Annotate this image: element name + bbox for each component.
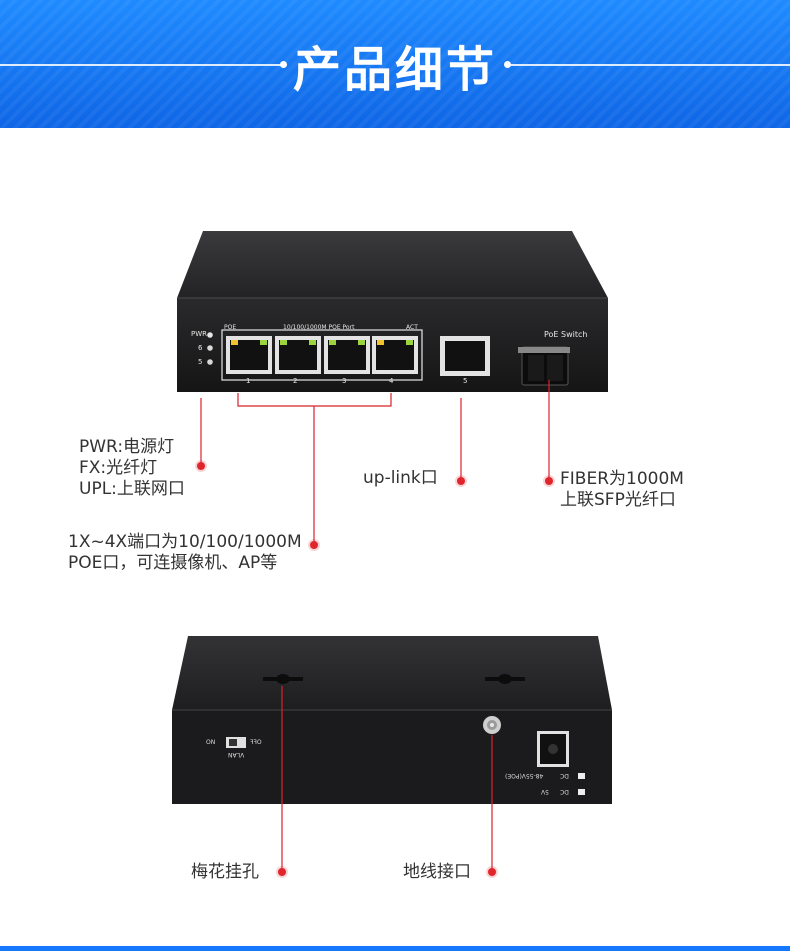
callout-leds-line-3: UPL:上联网口 [79, 479, 185, 499]
dc-label-1: DC [560, 772, 569, 779]
port-number-2: 2 [293, 377, 298, 385]
dc-value-1: 48-55V(POE) [505, 772, 544, 779]
callout-ports: 1X~4X端口为10/100/1000M POE口，可连摄像机、AP等 [68, 532, 302, 574]
device-top-surface [177, 231, 608, 298]
rj45-uplink-port-5 [440, 336, 490, 376]
uplink-port-number: 5 [463, 377, 468, 385]
pwr-label: PWR [191, 330, 208, 338]
banner-title: 产品细节 [292, 42, 497, 98]
switch-on-label: ON [206, 739, 216, 746]
switch-off-label: OFF [250, 739, 262, 746]
rj45-port-4 [372, 336, 418, 374]
callout-fiber-line-1: FIBER为1000M [560, 469, 684, 489]
sfp-fiber-port [518, 346, 570, 386]
port-number-4: 4 [389, 377, 394, 385]
led-5-label: 5 [198, 358, 203, 366]
bottom-rule [0, 946, 790, 951]
mounting-hole-right [485, 674, 525, 684]
dc-power-jack [537, 731, 569, 767]
led-6 [207, 345, 213, 351]
callout-dot-ground [488, 868, 496, 876]
callout-ground: 地线接口 [403, 862, 471, 882]
dc-indicator-2 [578, 789, 585, 795]
callout-uplink: up-link口 [363, 468, 438, 488]
act-label: ACT [406, 324, 418, 331]
callout-fiber-line-2: 上联SFP光纤口 [560, 490, 676, 510]
led-6-label: 6 [198, 344, 203, 352]
brand-label: PoE Switch [544, 330, 588, 339]
rj45-port-2 [275, 336, 321, 374]
ground-screw [483, 716, 501, 734]
callout-dot-mount [278, 868, 286, 876]
rear-device-top-surface [172, 636, 612, 710]
mounting-hole-left [263, 674, 303, 684]
callout-leds-line-2: FX:光纤灯 [79, 458, 158, 478]
vlan-label: VLAN [228, 751, 245, 758]
banner-left-dot [280, 61, 287, 68]
header-banner: 产品细节 [0, 0, 790, 128]
callout-leds-line-1: PWR:电源灯 [79, 437, 175, 457]
callout-dot-leds [197, 462, 205, 470]
port-number-1: 1 [246, 377, 251, 385]
callout-ports-line-1: 1X~4X端口为10/100/1000M [68, 532, 302, 552]
callout-leds: PWR:电源灯 FX:光纤灯 UPL:上联网口 [79, 437, 185, 500]
rj45-port-1 [226, 336, 272, 374]
poe-label: POE [224, 324, 237, 331]
pwr-led [207, 332, 213, 338]
callout-dot-fiber [545, 477, 553, 485]
banner-left-rule [0, 64, 284, 66]
callout-dot-ports [310, 541, 318, 549]
callout-fiber: FIBER为1000M 上联SFP光纤口 [560, 469, 684, 511]
banner-right-rule [508, 64, 790, 66]
callout-leads [200, 380, 550, 872]
callout-mount-hole: 梅花挂孔 [191, 862, 259, 882]
rj45-port-3 [324, 336, 370, 374]
dc-value-2: 5V [541, 788, 549, 795]
callout-ports-line-2: POE口，可连摄像机、AP等 [68, 553, 278, 573]
port-number-3: 3 [342, 377, 347, 385]
led-5 [207, 359, 213, 365]
banner-right-dot [504, 61, 511, 68]
dc-indicator-1 [578, 773, 585, 779]
dc-label-2: DC [560, 788, 569, 795]
callout-dot-uplink [457, 477, 465, 485]
port-group-title: 10/100/1000M POE Port [283, 324, 355, 331]
poe-port-group-frame [221, 329, 423, 381]
